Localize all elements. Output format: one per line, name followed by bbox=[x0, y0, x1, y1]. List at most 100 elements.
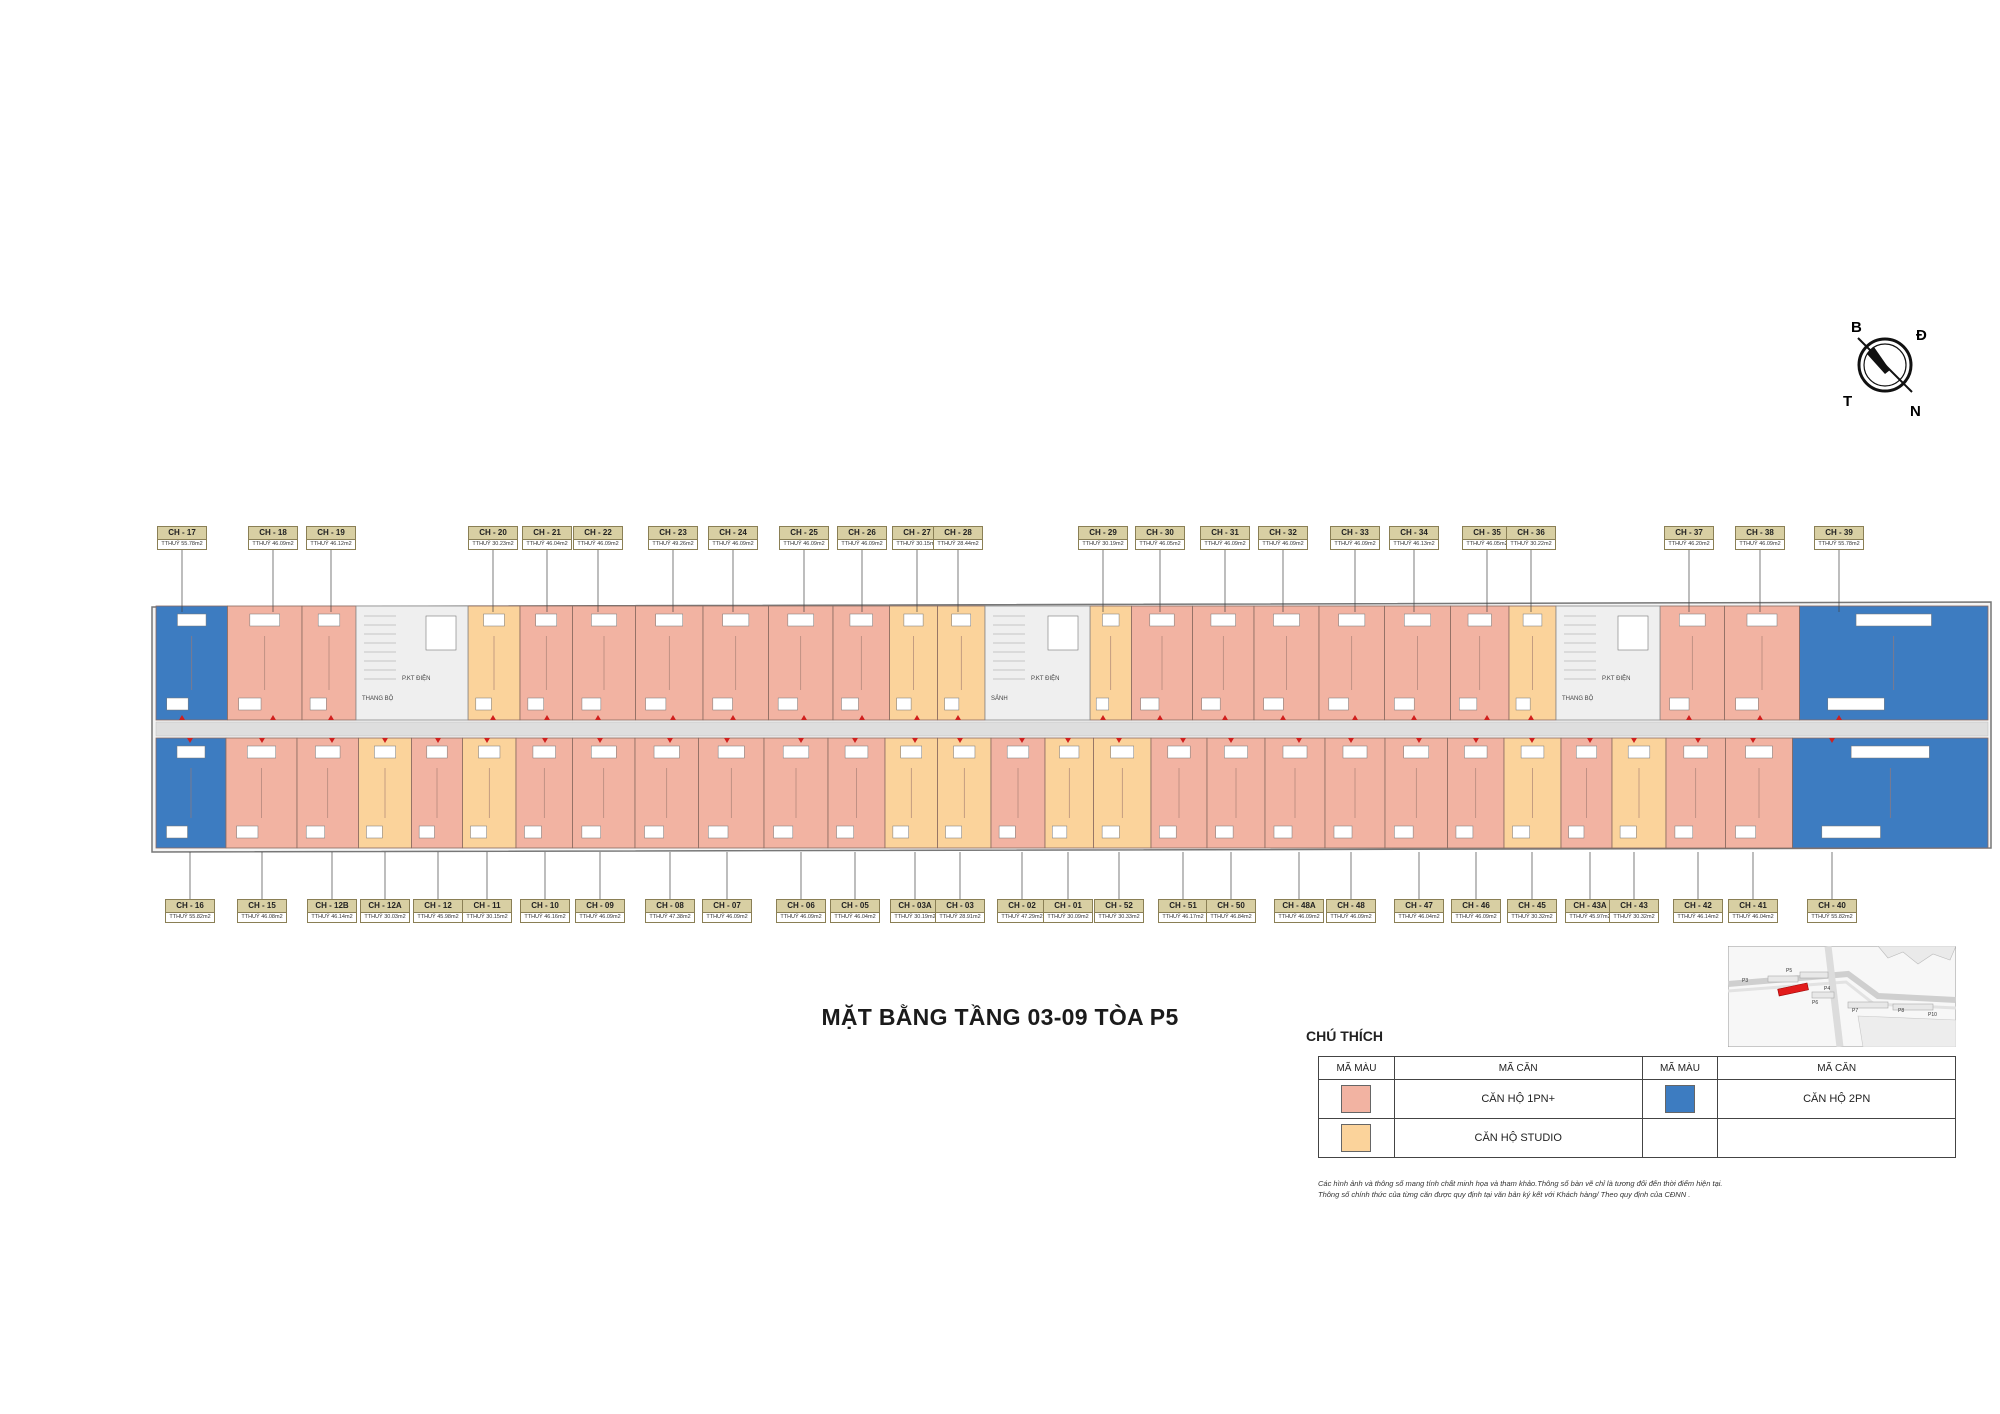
door-marker bbox=[1019, 738, 1025, 743]
unit-area: TTHUỶ 46.16m2 bbox=[520, 913, 570, 923]
door-marker bbox=[1836, 715, 1842, 720]
unit-code: CH - 05 bbox=[830, 899, 880, 913]
unit-code: CH - 12B bbox=[307, 899, 357, 913]
unit-area: TTHUỶ 55.82m2 bbox=[165, 913, 215, 923]
bed-icon bbox=[1006, 745, 1030, 759]
unit-area: TTHUỶ 47.29m2 bbox=[997, 913, 1047, 923]
bath-icon bbox=[1101, 825, 1120, 839]
unit-area: TTHUỶ 46.05m2 bbox=[1462, 540, 1512, 550]
bath-icon bbox=[1273, 825, 1293, 839]
door-marker bbox=[1686, 715, 1692, 720]
unit-area: TTHUỶ 46.08m2 bbox=[237, 913, 287, 923]
bath-icon bbox=[1568, 825, 1585, 839]
unit-code: CH - 40 bbox=[1807, 899, 1857, 913]
bath-icon bbox=[777, 697, 798, 711]
unit-area: TTHUỶ 30.32m2 bbox=[1609, 913, 1659, 923]
bed-icon bbox=[953, 745, 976, 759]
bath-icon bbox=[305, 825, 325, 839]
door-marker bbox=[1757, 715, 1763, 720]
bed-icon bbox=[317, 613, 341, 627]
door-marker bbox=[1296, 738, 1302, 743]
unit-area: TTHUỶ 55.78m2 bbox=[1814, 540, 1864, 550]
door-marker bbox=[544, 715, 550, 720]
bath-icon bbox=[1515, 697, 1531, 711]
door-marker bbox=[798, 738, 804, 743]
bed-icon bbox=[903, 613, 924, 627]
bath-icon bbox=[1394, 825, 1414, 839]
unit-code: CH - 10 bbox=[520, 899, 570, 913]
door-marker bbox=[955, 715, 961, 720]
door-marker bbox=[912, 738, 918, 743]
unit-area: TTHUỶ 46.14m2 bbox=[307, 913, 357, 923]
bed-icon bbox=[1850, 745, 1930, 759]
unit-area: TTHUỶ 46.12m2 bbox=[306, 540, 356, 550]
unit-code: CH - 41 bbox=[1728, 899, 1778, 913]
unit-code: CH - 12A bbox=[360, 899, 410, 913]
unit-area: TTHUỶ 46.09m2 bbox=[1735, 540, 1785, 550]
bath-icon bbox=[892, 825, 909, 839]
door-marker bbox=[1180, 738, 1186, 743]
unit-code: CH - 47 bbox=[1394, 899, 1444, 913]
bath-icon bbox=[238, 697, 262, 711]
keymap-label: P6 bbox=[1812, 1000, 1818, 1006]
bed-icon bbox=[1404, 613, 1431, 627]
unit-code: CH - 08 bbox=[645, 899, 695, 913]
bed-icon bbox=[1745, 745, 1773, 759]
unit-area: TTHUỶ 30.23m2 bbox=[468, 540, 518, 550]
unit-area: TTHUỶ 46.09m2 bbox=[776, 913, 826, 923]
unit-area: TTHUỶ 46.14m2 bbox=[1673, 913, 1723, 923]
unit-code: CH - 28 bbox=[933, 526, 983, 540]
bed-icon bbox=[1679, 613, 1706, 627]
unit-area: TTHUỶ 46.09m2 bbox=[837, 540, 887, 550]
door-marker bbox=[1348, 738, 1354, 743]
core-label: P.KT ĐIỆN bbox=[1602, 674, 1630, 682]
keymap-label: P7 bbox=[1852, 1008, 1858, 1014]
note-line: Thông số chính thức của từng căn được qu… bbox=[1318, 1190, 1691, 1199]
bed-icon bbox=[849, 613, 873, 627]
bath-icon bbox=[644, 825, 664, 839]
compass-west: T bbox=[1843, 393, 1852, 410]
bath-icon bbox=[998, 825, 1016, 839]
bed-icon bbox=[1210, 613, 1236, 627]
unit-code: CH - 22 bbox=[573, 526, 623, 540]
bath-icon bbox=[1459, 697, 1478, 711]
keymap-label: P4 bbox=[1824, 986, 1830, 992]
unit-area: TTHUỶ 46.09m2 bbox=[1200, 540, 1250, 550]
bath-icon bbox=[1821, 825, 1881, 839]
legend-row: CĂN HỘ STUDIO bbox=[1318, 1118, 1956, 1158]
door-marker bbox=[1750, 738, 1756, 743]
legend-col-code-2: MÃ CĂN bbox=[1717, 1056, 1956, 1080]
bed-icon bbox=[532, 745, 556, 759]
door-marker bbox=[859, 715, 865, 720]
unit-code: CH - 27 bbox=[892, 526, 942, 540]
unit-code: CH - 51 bbox=[1158, 899, 1208, 913]
elevator-icon bbox=[1617, 615, 1649, 651]
bed-icon bbox=[374, 745, 396, 759]
door-marker bbox=[1829, 738, 1835, 743]
core-label: THANG BỘ bbox=[1562, 695, 1594, 702]
unit-area: TTHUỶ 46.20m2 bbox=[1664, 540, 1714, 550]
bath-icon bbox=[1052, 825, 1068, 839]
bath-icon bbox=[1455, 825, 1474, 839]
bed-icon bbox=[1627, 745, 1651, 759]
unit-code: CH - 33 bbox=[1330, 526, 1380, 540]
unit-code: CH - 03A bbox=[890, 899, 940, 913]
keymap-label: P10 bbox=[1928, 1012, 1937, 1018]
unit-code: CH - 36 bbox=[1506, 526, 1556, 540]
door-marker bbox=[1587, 738, 1593, 743]
